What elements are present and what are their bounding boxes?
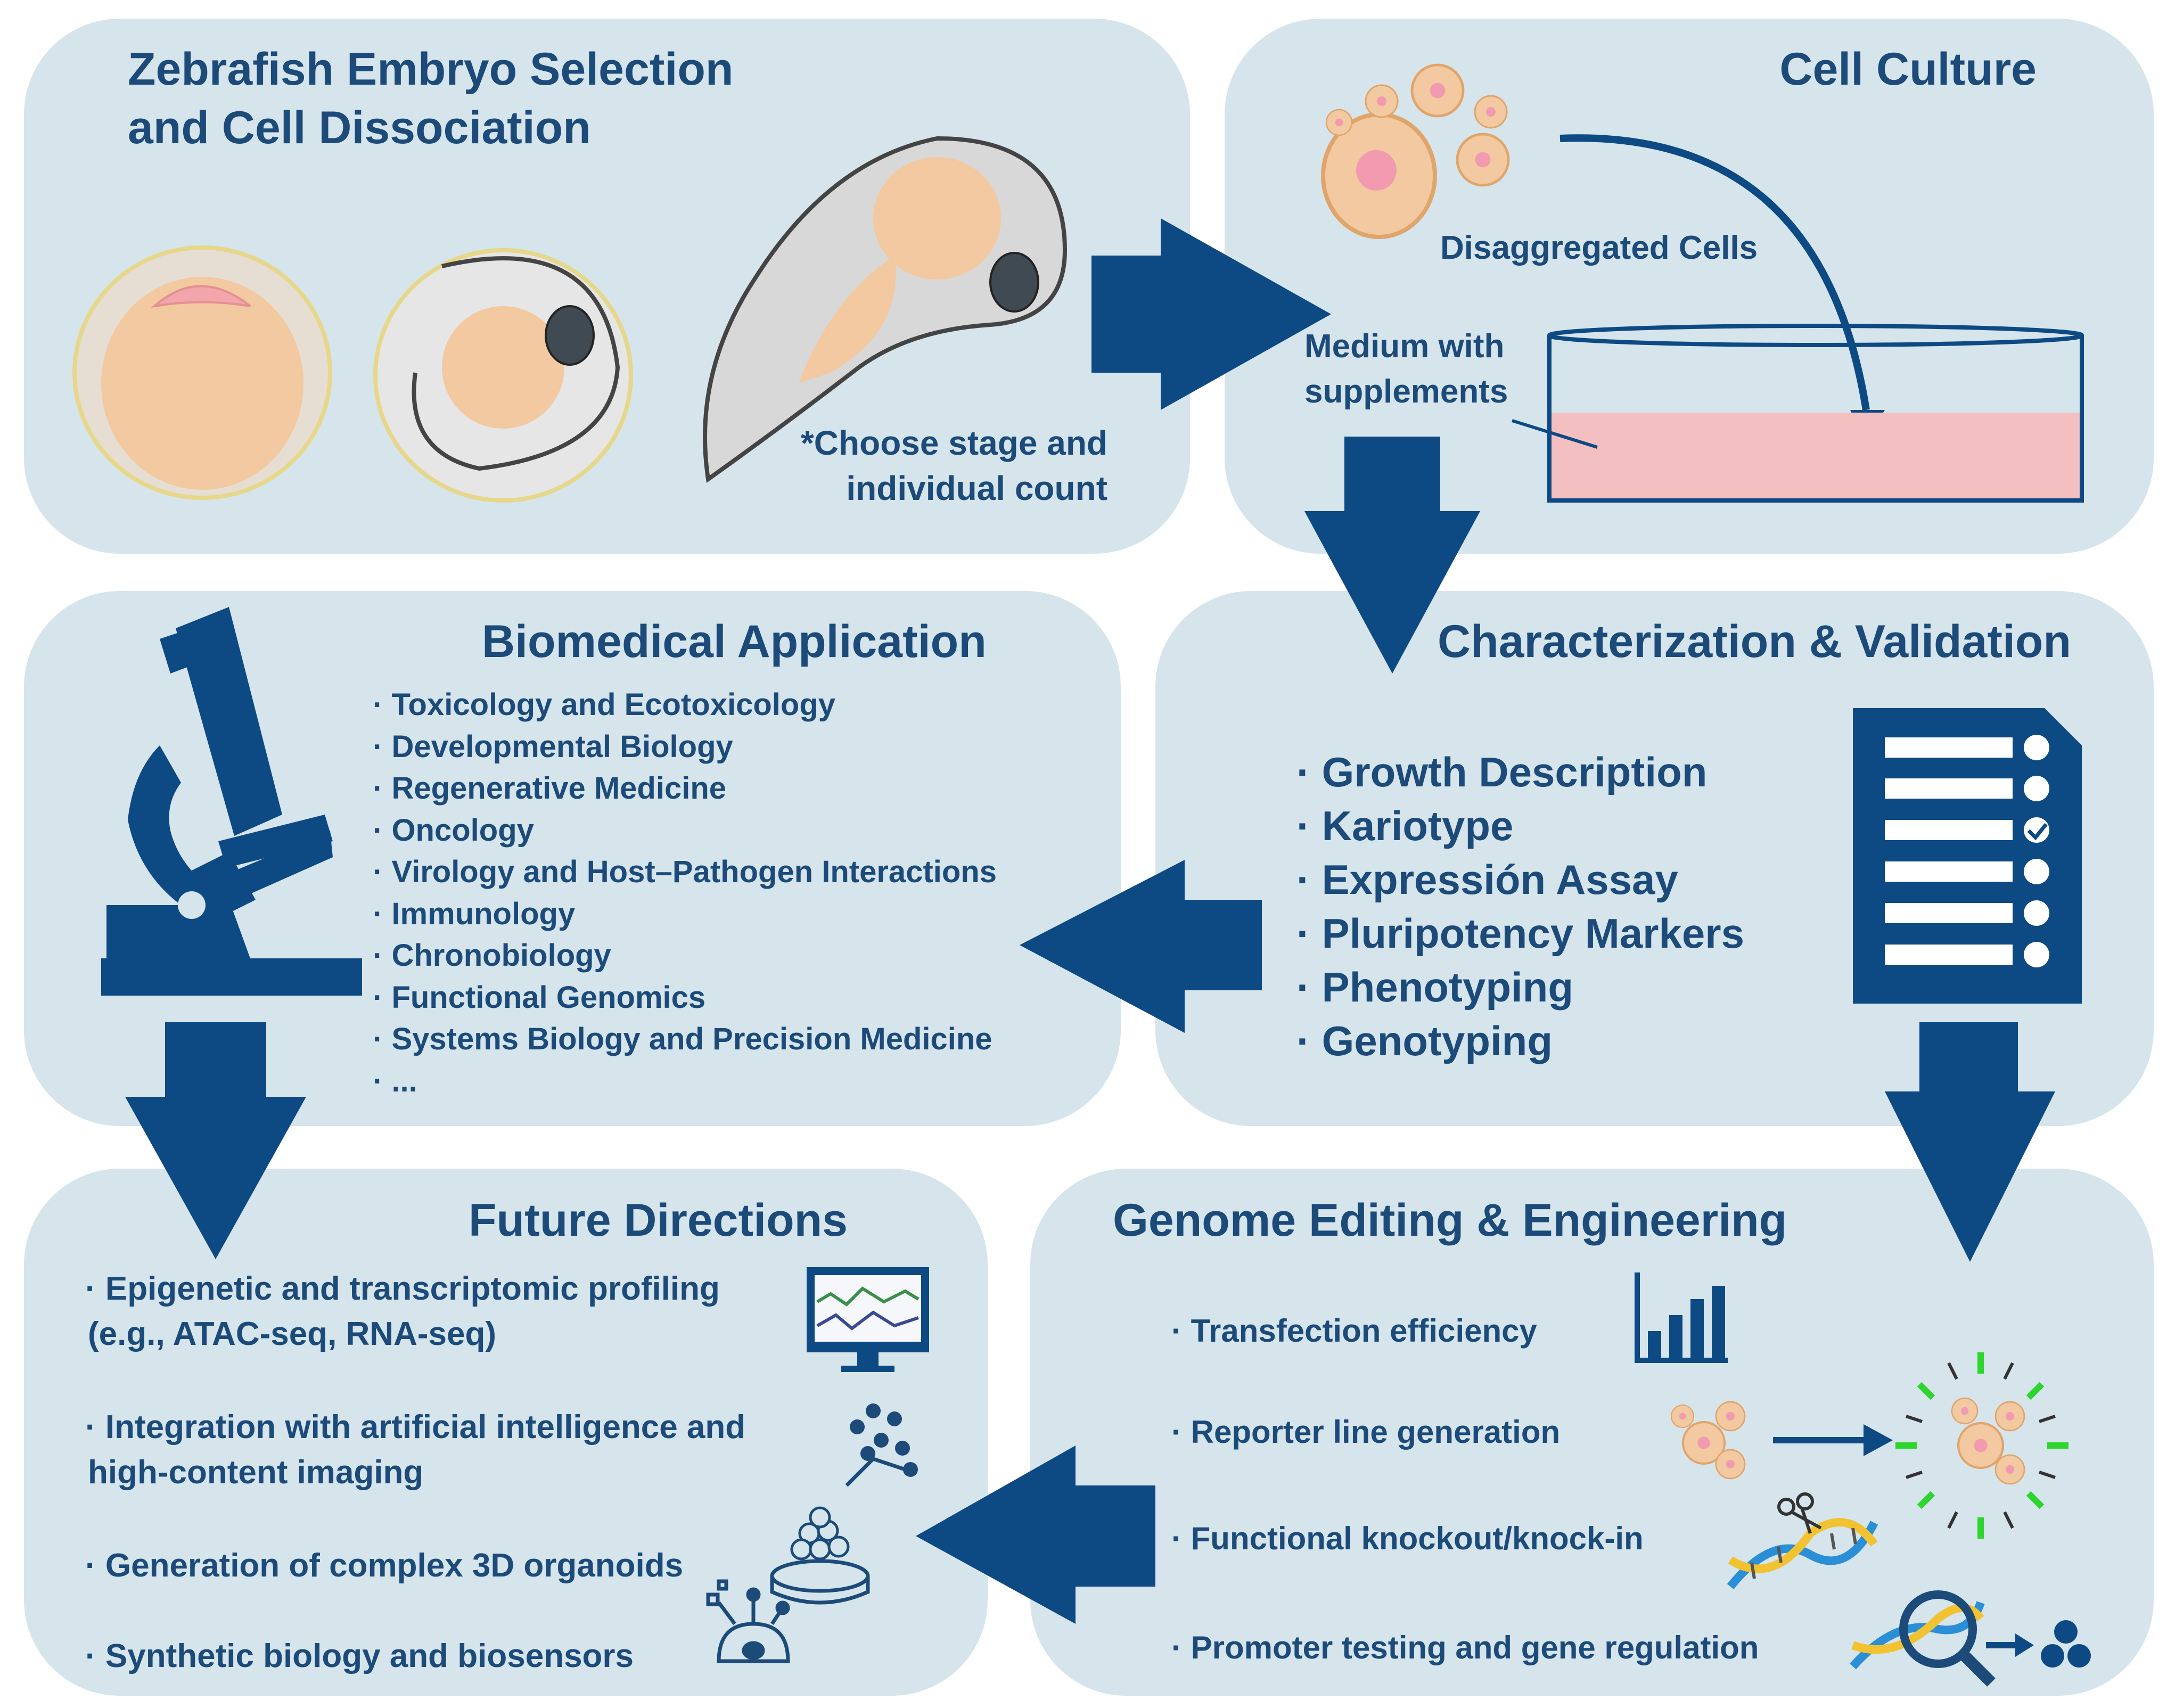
genome-item-transfection: · Transfection efficiency [1171, 1313, 1537, 1349]
genome-item-knockout: · Functional knockout/knock-in [1171, 1521, 1644, 1556]
medium-label-line1: Medium with [1304, 328, 1505, 365]
list-item: ... [373, 1061, 997, 1103]
list-item: Developmental Biology [373, 726, 997, 768]
list-item: Systems Biology and Precision Medicine [373, 1019, 997, 1061]
list-item: Immunology [373, 893, 997, 935]
future-item1-line1: · Epigenetic and transcriptomic profilin… [85, 1270, 720, 1307]
medium-label-line2: supplements [1304, 373, 1508, 410]
list-item: Expressión Assay [1296, 853, 1744, 907]
characterization-list: Growth Description Kariotype Expressión … [1296, 745, 1744, 1068]
list-item: Functional Genomics [373, 977, 997, 1019]
future-item4: · Synthetic biology and biosensors [85, 1638, 634, 1674]
list-item: Virology and Host–Pathogen Interactions [373, 851, 997, 893]
stage-note-line2: individual count [846, 469, 1107, 507]
list-item: Growth Description [1296, 745, 1744, 799]
list-item: Oncology [373, 810, 997, 852]
list-item: Phenotyping [1296, 960, 1744, 1014]
genome-title: Genome Editing & Engineering [1113, 1195, 1787, 1246]
genome-item-promoter: · Promoter testing and gene regulation [1171, 1630, 1759, 1665]
future-item3: · Generation of complex 3D organoids [85, 1547, 684, 1584]
future-title: Future Directions [469, 1195, 848, 1246]
list-item: Chronobiology [373, 935, 997, 977]
embryo-title-line2: and Cell Dissociation [128, 102, 591, 153]
culture-title: Cell Culture [1779, 44, 2037, 95]
panel-cell-culture [1225, 19, 2154, 554]
list-item: Genotyping [1296, 1014, 1744, 1068]
biomedical-title: Biomedical Application [482, 616, 987, 667]
future-item2-line2: high-content imaging [88, 1454, 424, 1491]
list-item: Kariotype [1296, 799, 1744, 853]
list-item: Pluripotency Markers [1296, 907, 1744, 960]
list-item: Regenerative Medicine [373, 768, 997, 810]
characterization-title: Characterization & Validation [1438, 616, 2071, 667]
biomedical-list: Toxicology and Ecotoxicology Development… [373, 684, 997, 1102]
embryo-title-line1: Zebrafish Embryo Selection [128, 44, 734, 95]
genome-item-reporter: · Reporter line generation [1171, 1414, 1561, 1450]
stage-note-line1: *Choose stage and [800, 424, 1107, 462]
future-item2-line1: · Integration with artificial intelligen… [85, 1409, 746, 1446]
list-item: Toxicology and Ecotoxicology [373, 684, 997, 726]
cells-label: Disaggregated Cells [1440, 229, 1758, 266]
future-item1-line2: (e.g., ATAC-seq, RNA-seq) [88, 1316, 496, 1352]
